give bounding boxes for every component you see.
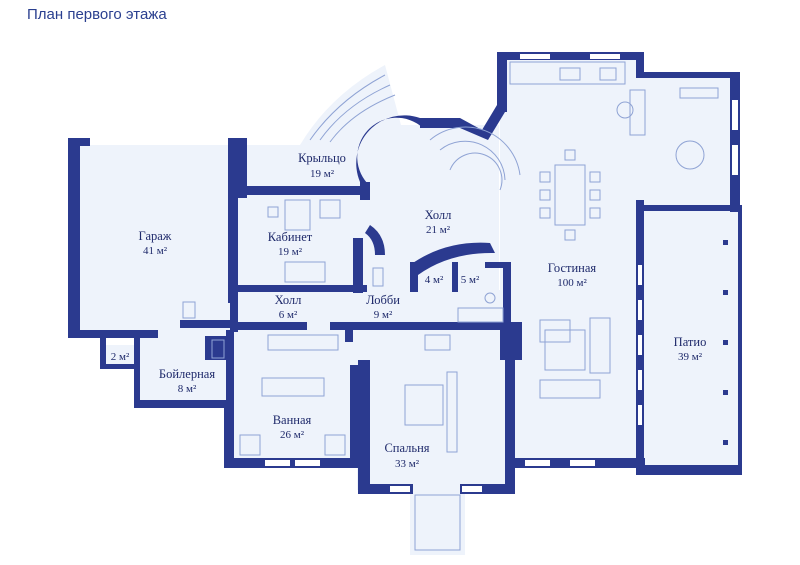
hall-main-label: Холл [425,208,452,222]
garage-area: 41 м² [143,245,168,257]
patio-label: Патио [674,335,707,349]
closet-4-area: 4 м² [425,274,444,286]
bedroom-area: 33 м² [395,458,420,470]
hall-main-area: 21 м² [426,224,451,236]
bath-area: 26 м² [280,429,305,441]
closet-2-area: 2 м² [111,351,130,363]
bath-label: Ванная [273,413,312,427]
living-label: Гостиная [548,261,597,275]
hall-small-area: 6 м² [279,309,298,321]
lobby-area: 9 м² [374,309,393,321]
page-title: План первого этажа [27,6,167,23]
walls [68,52,742,494]
office-label: Кабинет [268,230,313,244]
windows [265,54,738,492]
porch-area: 19 м² [310,168,335,180]
office-area: 19 м² [278,246,303,258]
boiler-label: Бойлерная [159,367,215,381]
lobby-label: Лобби [366,293,400,307]
furniture [182,61,719,551]
patio-area: 39 м² [678,351,703,363]
room-labels: Гараж 41 м² Крыльцо 19 м² Кабинет 19 м² … [111,151,707,470]
bedroom-label: Спальня [384,441,429,455]
porch-label: Крыльцо [298,151,346,165]
garage-label: Гараж [139,229,172,243]
boiler-area: 8 м² [178,383,197,395]
living-area: 100 м² [557,277,587,289]
closet-5-area: 5 м² [461,274,480,286]
hall-small-label: Холл [275,293,302,307]
